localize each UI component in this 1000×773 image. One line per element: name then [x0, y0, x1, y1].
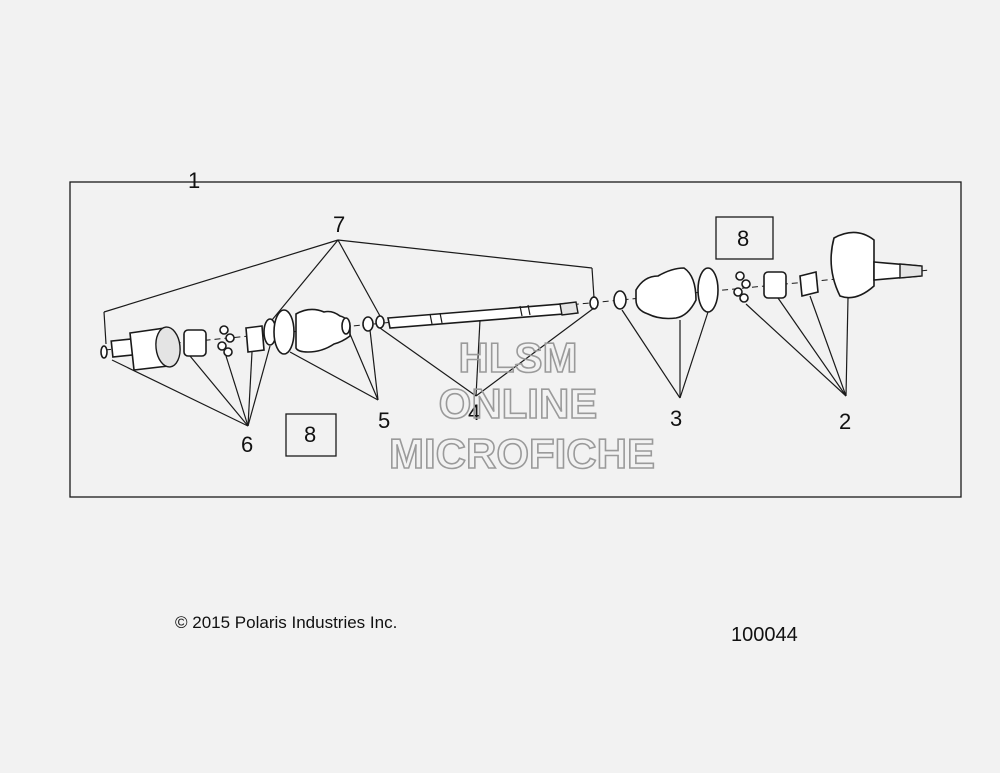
- callout-7: 7: [333, 212, 345, 237]
- kit-box-right-label: 8: [737, 226, 749, 251]
- leaders-7: [103, 239, 595, 345]
- axle-shaft: [387, 301, 579, 329]
- kit-box-left-label: 8: [304, 422, 316, 447]
- boot-right: [635, 267, 719, 320]
- circlip-right: [589, 296, 599, 310]
- callout-6: 6: [241, 432, 253, 457]
- leaders-6: [111, 345, 271, 427]
- clamp-right: [613, 290, 627, 310]
- leaders-4: [379, 307, 595, 397]
- leaders-2: [745, 295, 849, 397]
- kit-box-left: [285, 413, 337, 457]
- watermark-line-1: HLSM: [459, 334, 578, 381]
- assembly-frame: [69, 181, 962, 498]
- watermark-line-2: ONLINE: [439, 380, 598, 427]
- watermark-line-3: MICROFICHE: [389, 430, 655, 477]
- copyright-notice: © 2015 Polaris Industries Inc.: [175, 613, 398, 632]
- inner-cv-housing: [100, 326, 181, 371]
- callout-1: 1: [188, 168, 200, 193]
- watermark: HLSM ONLINE MICROFICHE: [388, 333, 656, 478]
- circlip-left: [375, 315, 385, 329]
- callout-4: 4: [468, 400, 480, 425]
- spider-bearings-left: [183, 318, 277, 357]
- spider-bearings-right: [733, 270, 819, 303]
- callout-2: 2: [839, 409, 851, 434]
- outer-cv-joint: [830, 231, 923, 299]
- kit-box-right: [715, 216, 774, 260]
- leaders-3: [621, 309, 709, 399]
- figure-number: 100044: [731, 624, 798, 646]
- leaders-5: [289, 329, 379, 401]
- callout-3: 3: [670, 406, 682, 431]
- callout-5: 5: [378, 408, 390, 433]
- clamp-left: [362, 316, 374, 332]
- boot-left: [273, 308, 351, 355]
